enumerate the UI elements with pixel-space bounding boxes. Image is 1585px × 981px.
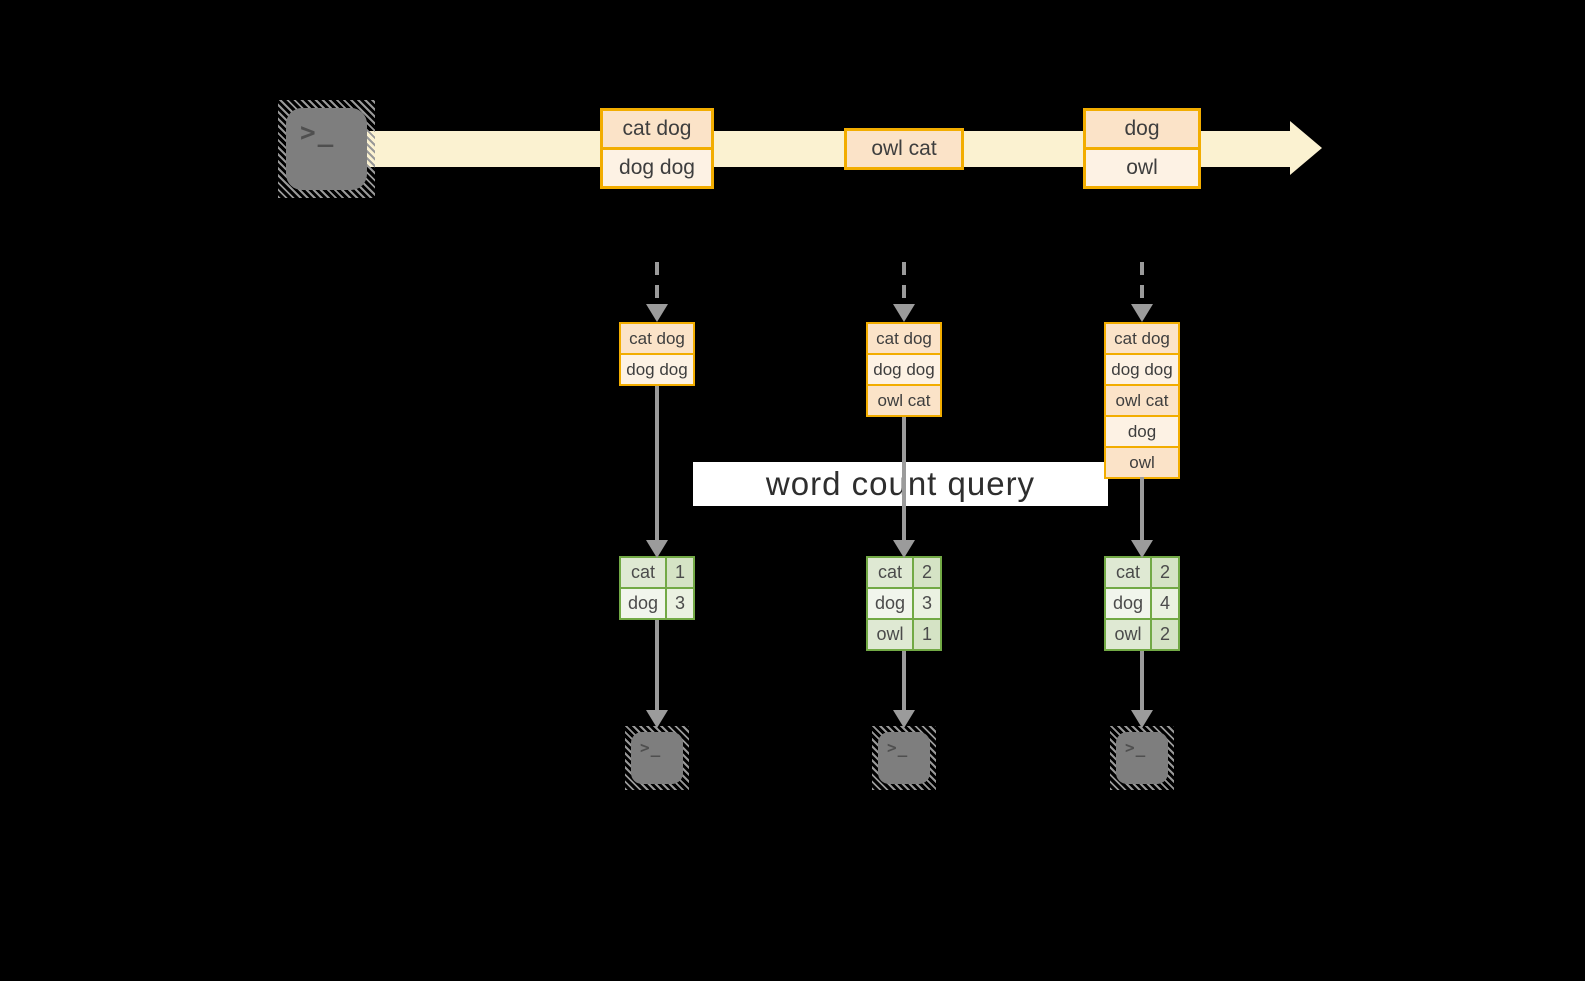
table-word-cell: cat xyxy=(868,558,912,587)
terminal-body: >_ xyxy=(631,732,683,784)
dashed-arrow xyxy=(655,262,659,304)
table-word-cell: cat xyxy=(1106,558,1150,587)
dashed-arrowhead-icon xyxy=(893,304,915,322)
table-count-cell: 1 xyxy=(914,620,940,649)
arrow xyxy=(1140,477,1144,540)
stream-event: cat dog xyxy=(603,111,711,147)
stream-batch-3: dog owl xyxy=(1083,108,1201,189)
stream-event: dog xyxy=(1086,111,1198,147)
table-word-cell: dog xyxy=(868,589,912,618)
arrowhead-icon xyxy=(893,540,915,558)
terminal-body: >_ xyxy=(286,108,367,190)
event-stack-2: cat dog dog dog owl cat xyxy=(866,322,942,417)
stream-event: owl xyxy=(1086,150,1198,186)
event-stack-3: cat dog dog dog owl cat dog owl xyxy=(1104,322,1180,479)
stack-row: owl cat xyxy=(1106,386,1178,415)
stream-arrowhead-icon xyxy=(1290,121,1322,175)
source-terminal-icon: >_ xyxy=(278,100,375,198)
arrowhead-icon xyxy=(1131,540,1153,558)
table-word-cell: dog xyxy=(1106,589,1150,618)
stack-row: cat dog xyxy=(868,324,940,353)
table-count-cell: 1 xyxy=(667,558,693,587)
arrowhead-icon xyxy=(893,710,915,728)
terminal-prompt-icon: >_ xyxy=(640,738,662,757)
arrow xyxy=(1140,651,1144,710)
sink-terminal-icon: >_ xyxy=(1110,726,1174,790)
stream-event: owl cat xyxy=(847,131,961,167)
word-count-table-1: cat 1 dog 3 xyxy=(619,556,695,620)
stack-row: dog dog xyxy=(621,355,693,384)
word-count-table-3: cat 2 dog 4 owl 2 xyxy=(1104,556,1180,651)
dashed-arrowhead-icon xyxy=(1131,304,1153,322)
stack-row: owl xyxy=(1106,448,1178,477)
sink-terminal-icon: >_ xyxy=(872,726,936,790)
stream-event: dog dog xyxy=(603,150,711,186)
terminal-prompt-icon: >_ xyxy=(1125,738,1147,757)
table-word-cell: cat xyxy=(621,558,665,587)
stack-row: dog xyxy=(1106,417,1178,446)
stream-batch-2: owl cat xyxy=(844,128,964,170)
word-count-table-2: cat 2 dog 3 owl 1 xyxy=(866,556,942,651)
table-word-cell: owl xyxy=(868,620,912,649)
stack-row: dog dog xyxy=(1106,355,1178,384)
stack-row: cat dog xyxy=(621,324,693,353)
table-count-cell: 3 xyxy=(914,589,940,618)
arrow xyxy=(902,417,906,540)
table-count-cell: 2 xyxy=(914,558,940,587)
table-count-cell: 2 xyxy=(1152,620,1178,649)
terminal-body: >_ xyxy=(1116,732,1168,784)
terminal-body: >_ xyxy=(878,732,930,784)
stream-batch-1: cat dog dog dog xyxy=(600,108,714,189)
stack-row: cat dog xyxy=(1106,324,1178,353)
query-label: word count query xyxy=(765,465,1036,502)
arrowhead-icon xyxy=(646,540,668,558)
terminal-prompt-icon: >_ xyxy=(300,118,336,148)
sink-terminal-icon: >_ xyxy=(625,726,689,790)
table-word-cell: dog xyxy=(621,589,665,618)
arrow xyxy=(655,386,659,540)
table-count-cell: 3 xyxy=(667,589,693,618)
event-stack-1: cat dog dog dog xyxy=(619,322,695,386)
arrow xyxy=(902,651,906,710)
terminal-prompt-icon: >_ xyxy=(887,738,909,757)
table-count-cell: 4 xyxy=(1152,589,1178,618)
stack-row: owl cat xyxy=(868,386,940,415)
query-label-box: word count query xyxy=(693,462,1108,506)
table-word-cell: owl xyxy=(1106,620,1150,649)
table-count-cell: 2 xyxy=(1152,558,1178,587)
arrowhead-icon xyxy=(1131,710,1153,728)
dashed-arrow xyxy=(1140,262,1144,304)
dashed-arrowhead-icon xyxy=(646,304,668,322)
stack-row: dog dog xyxy=(868,355,940,384)
arrowhead-icon xyxy=(646,710,668,728)
dashed-arrow xyxy=(902,262,906,304)
arrow xyxy=(655,620,659,710)
